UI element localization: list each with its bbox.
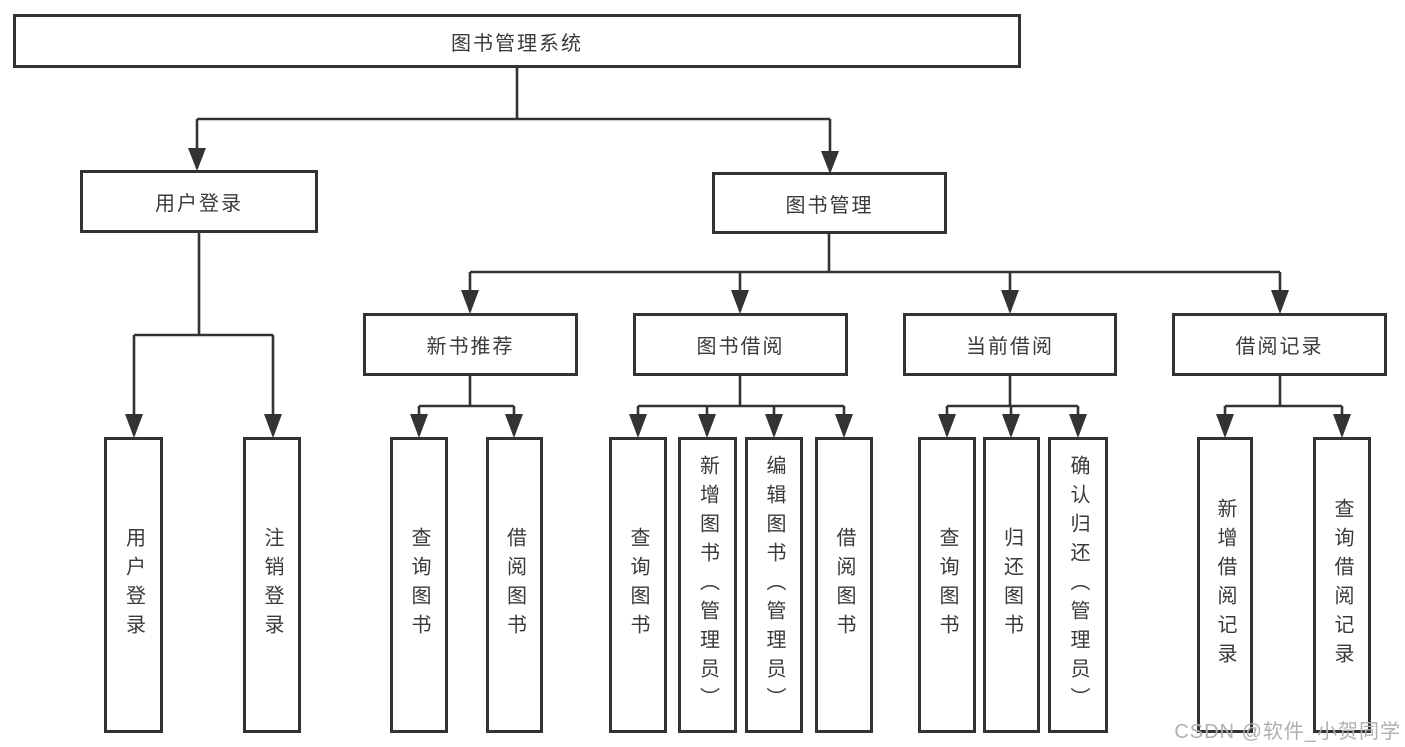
- leaf-return-book: 归还图书: [983, 437, 1040, 733]
- leaf-confirm-return-admin: 确认归还（管理员）: [1048, 437, 1108, 733]
- watermark-text: CSDN @软件_小贺同学: [1174, 721, 1401, 743]
- leaf-logout: 注销登录: [243, 437, 301, 733]
- node-label: 当前借阅: [966, 336, 1054, 358]
- leaf-label: 新增借阅记录: [1214, 498, 1236, 672]
- node-label: 新书推荐: [426, 336, 515, 358]
- leaf-label: 编辑图书（管理员）: [763, 454, 785, 716]
- leaf-label: 确认归还（管理员）: [1067, 454, 1089, 716]
- leaf-user-login: 用户登录: [104, 437, 163, 733]
- node-label: 图书借阅: [696, 336, 785, 358]
- leaf-label: 借阅图书: [833, 527, 855, 643]
- node-user-login-branch: 用户登录: [80, 170, 318, 233]
- leaf-query-books-2: 查询图书: [609, 437, 667, 733]
- leaf-query-borrow-record: 查询借阅记录: [1313, 437, 1371, 733]
- leaf-query-books-1: 查询图书: [390, 437, 448, 733]
- leaf-label: 查询图书: [936, 527, 958, 643]
- leaf-label: 借阅图书: [503, 527, 526, 643]
- node-book-management-branch: 图书管理: [712, 172, 947, 234]
- leaf-add-borrow-record: 新增借阅记录: [1197, 437, 1253, 733]
- leaf-query-books-3: 查询图书: [918, 437, 976, 733]
- node-current-borrow: 当前借阅: [903, 313, 1117, 376]
- node-new-book-recommend: 新书推荐: [363, 313, 578, 376]
- leaf-edit-book-admin: 编辑图书（管理员）: [745, 437, 803, 733]
- node-book-borrow: 图书借阅: [633, 313, 848, 376]
- node-label: 图书管理系统: [451, 32, 583, 55]
- arrowheads: [125, 148, 1351, 438]
- leaf-label: 用户登录: [122, 527, 145, 643]
- leaf-label: 查询图书: [408, 527, 430, 643]
- node-label: 借阅记录: [1235, 336, 1324, 358]
- leaf-label: 查询借阅记录: [1331, 498, 1353, 672]
- leaf-label: 查询图书: [627, 527, 649, 643]
- leaf-label: 注销登录: [261, 527, 283, 643]
- leaf-label: 归还图书: [1000, 527, 1023, 643]
- leaf-borrow-books-1: 借阅图书: [486, 437, 543, 733]
- node-label: 用户登录: [155, 193, 243, 215]
- leaf-borrow-books-2: 借阅图书: [815, 437, 873, 733]
- node-borrow-records: 借阅记录: [1172, 313, 1387, 376]
- node-label: 图书管理: [785, 194, 874, 217]
- leaf-label: 新增图书（管理员）: [696, 454, 719, 716]
- node-library-management-system: 图书管理系统: [13, 14, 1021, 68]
- leaf-add-book-admin: 新增图书（管理员）: [678, 437, 737, 733]
